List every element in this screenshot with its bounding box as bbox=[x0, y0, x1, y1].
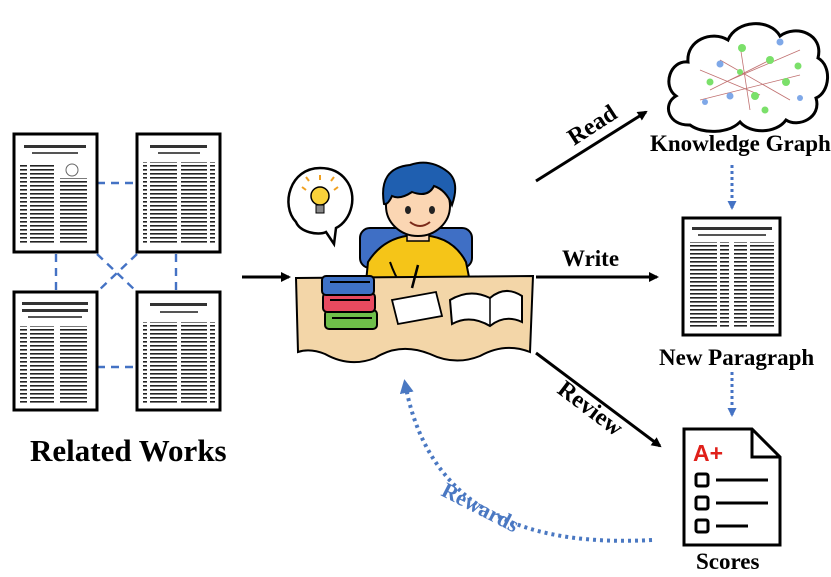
knowledge-graph-label: Knowledge Graph bbox=[650, 131, 831, 156]
books-icon bbox=[321, 275, 378, 330]
paper-icon bbox=[12, 290, 99, 412]
read-arrow bbox=[535, 110, 648, 183]
open-book bbox=[448, 290, 523, 328]
score-sheet-icon bbox=[682, 427, 782, 547]
student-icon bbox=[359, 161, 473, 294]
lightbulb-icon bbox=[287, 166, 354, 248]
writing-paper bbox=[390, 290, 444, 326]
related-works-links bbox=[54, 181, 178, 369]
related-works-label: Related Works bbox=[30, 433, 227, 468]
document-icon bbox=[681, 216, 782, 337]
scores-label: Scores bbox=[696, 549, 760, 574]
paper-icon bbox=[135, 290, 222, 412]
review-label: Review bbox=[552, 376, 628, 442]
new-paragraph-label: New Paragraph bbox=[659, 345, 815, 370]
read-label: Read bbox=[563, 100, 622, 151]
rewards-label: Rewards bbox=[438, 477, 524, 537]
rewards-arrow bbox=[399, 379, 653, 543]
review-arrow bbox=[535, 351, 662, 448]
paper-icon bbox=[135, 132, 222, 254]
grade-label: A+ bbox=[693, 440, 723, 466]
write-label: Write bbox=[562, 246, 620, 271]
cloud-icon bbox=[666, 22, 829, 133]
paper-icon bbox=[12, 132, 99, 254]
